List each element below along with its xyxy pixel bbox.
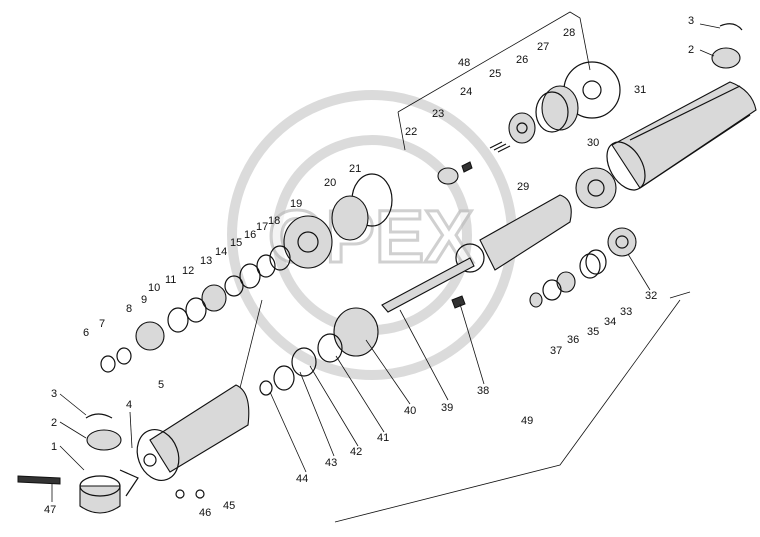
callout-2: 2 xyxy=(51,417,57,429)
callout-34: 34 xyxy=(604,316,616,328)
parts-2-3-top-right xyxy=(711,23,743,69)
callout-12: 12 xyxy=(182,265,194,277)
callout-42: 42 xyxy=(350,446,362,458)
part-29-shaft-body xyxy=(455,194,572,273)
group-bracket-49 xyxy=(334,291,691,523)
callout-46: 46 xyxy=(199,507,211,519)
callout-27: 27 xyxy=(537,41,549,53)
parts-22-23 xyxy=(437,161,473,185)
callout-1: 1 xyxy=(51,441,57,453)
callout-6: 6 xyxy=(83,327,89,339)
callout-11: 11 xyxy=(165,274,176,286)
callout-31: 31 xyxy=(634,84,646,96)
callout-24: 24 xyxy=(460,86,472,98)
callout-39: 39 xyxy=(441,402,453,414)
parts-19-21-assembly xyxy=(283,173,393,269)
callout-41: 41 xyxy=(377,432,389,444)
callout-28: 28 xyxy=(563,27,575,39)
callout-33: 33 xyxy=(620,306,632,318)
leader-lines xyxy=(51,23,721,502)
callout-22: 22 xyxy=(405,126,417,138)
callout-16: 16 xyxy=(244,229,256,241)
callout-44: 44 xyxy=(296,473,308,485)
callout-38: 38 xyxy=(477,385,489,397)
callout-15: 15 xyxy=(230,237,242,249)
callout-23: 23 xyxy=(432,108,444,120)
callout-4: 4 xyxy=(126,399,132,411)
callout-29: 29 xyxy=(517,181,529,193)
callout-21: 21 xyxy=(349,163,361,175)
callout-43: 43 xyxy=(325,457,337,469)
callout-7: 7 xyxy=(99,318,105,330)
callout-13: 13 xyxy=(200,255,212,267)
callout-8: 8 xyxy=(126,303,132,315)
callout-40: 40 xyxy=(404,405,416,417)
callout-3-top: 3 xyxy=(688,15,694,27)
callout-47: 47 xyxy=(44,504,56,516)
parts-40-44-stack xyxy=(259,307,379,396)
callout-17: 17 xyxy=(256,221,268,233)
part-31-housing xyxy=(606,81,757,191)
callout-9: 9 xyxy=(141,294,147,306)
callout-26: 26 xyxy=(516,54,528,66)
group-bracket-48 xyxy=(397,11,591,151)
callout-48: 48 xyxy=(458,57,470,69)
callout-3: 3 xyxy=(51,388,57,400)
callout-45: 45 xyxy=(223,500,235,512)
callout-18: 18 xyxy=(268,215,280,227)
callout-14: 14 xyxy=(215,246,227,258)
part-5-cylinder xyxy=(136,384,250,481)
callout-35: 35 xyxy=(587,326,599,338)
callout-2-top: 2 xyxy=(688,44,694,56)
part-30-bearing xyxy=(575,167,617,209)
callout-25: 25 xyxy=(489,68,501,80)
parts-25-28-assembly xyxy=(489,61,621,153)
parts-32-37-stack xyxy=(529,227,637,308)
callout-labels: 1 2 3 4 5 6 7 8 9 10 11 12 13 14 15 16 1… xyxy=(44,15,694,519)
callout-32: 32 xyxy=(645,290,657,302)
callout-10: 10 xyxy=(148,282,160,294)
part-39-rod xyxy=(381,257,475,313)
callout-5: 5 xyxy=(158,379,164,391)
callout-37: 37 xyxy=(550,345,562,357)
callout-36: 36 xyxy=(567,334,579,346)
parts-1-4-base xyxy=(17,413,205,514)
callout-30: 30 xyxy=(587,137,599,149)
callout-49: 49 xyxy=(521,415,533,427)
parts-6-18-washers xyxy=(100,245,291,373)
callout-20: 20 xyxy=(324,177,336,189)
callout-19: 19 xyxy=(290,198,302,210)
